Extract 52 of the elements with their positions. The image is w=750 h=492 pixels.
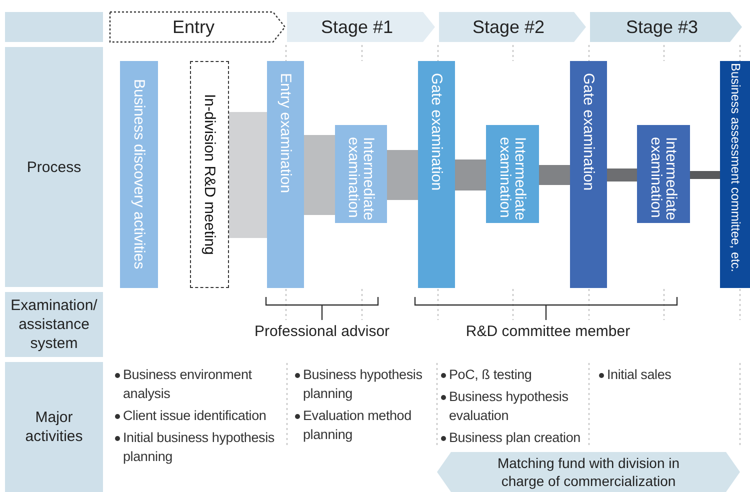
activity-item: Initial business hypothesis planning (114, 428, 284, 466)
process-bar (570, 61, 607, 288)
activity-item: Evaluation method planning (294, 406, 434, 444)
process-label: Gate examination (581, 73, 596, 191)
process-bar (190, 61, 229, 288)
connector-band (690, 171, 720, 179)
process-bar (418, 61, 455, 288)
activity-item: Business environment analysis (114, 365, 284, 403)
process-bar (486, 125, 539, 223)
process-label: Intermediate examination (346, 137, 376, 222)
stage-header (287, 12, 435, 42)
process-label: Intermediate examination (498, 137, 528, 222)
connector-band (387, 150, 418, 200)
role-label: Professional advisor (254, 323, 390, 340)
connector-band (607, 168, 637, 182)
activity-item: PoC, ß testing (440, 365, 590, 384)
activity-item: Business hypothesis evaluation (440, 387, 590, 425)
banner-text: Matching fund with division in charge of commercialization (496, 454, 681, 490)
activity-item: Business hypothesis planning (294, 365, 434, 403)
activity-item: Initial sales (598, 365, 738, 384)
stage-header (110, 12, 285, 42)
activity-item: Business plan creation (440, 428, 590, 447)
header-cell (5, 12, 103, 42)
row-header-text: Examination/ assistance system (10, 296, 98, 353)
process-bar (720, 61, 750, 288)
connector-band (304, 135, 335, 215)
process-bar (637, 125, 690, 223)
process-bar (120, 61, 158, 288)
process-bar (335, 125, 387, 223)
stage-label: Stage #2 (472, 16, 546, 38)
row-header (5, 47, 103, 287)
row-header-text: Process (26, 158, 82, 176)
stage-label: Entry (172, 16, 216, 38)
process-label: In-division R&D meeting (202, 94, 217, 255)
process-label: Intermediate examination (648, 137, 678, 222)
process-label: Entry examination (278, 73, 293, 194)
stage-label: Stage #1 (320, 16, 394, 38)
connector-band (539, 165, 570, 185)
process-label: Gate examination (429, 73, 444, 191)
row-header-text: Major activities (24, 408, 84, 446)
connector-band (455, 160, 486, 190)
stage-label: Stage #3 (626, 16, 700, 38)
process-label: Business discovery activities (132, 79, 146, 270)
stage-header (439, 12, 586, 42)
role-label: R&D committee member (466, 323, 630, 340)
process-bar (267, 61, 304, 288)
row-header (5, 362, 103, 492)
connector-band (229, 112, 267, 238)
stage-header (590, 12, 742, 42)
activity-item: Client issue identification (114, 406, 284, 425)
process-label: Business assessment committee, etc. (728, 63, 742, 272)
funding-banner (437, 452, 740, 492)
